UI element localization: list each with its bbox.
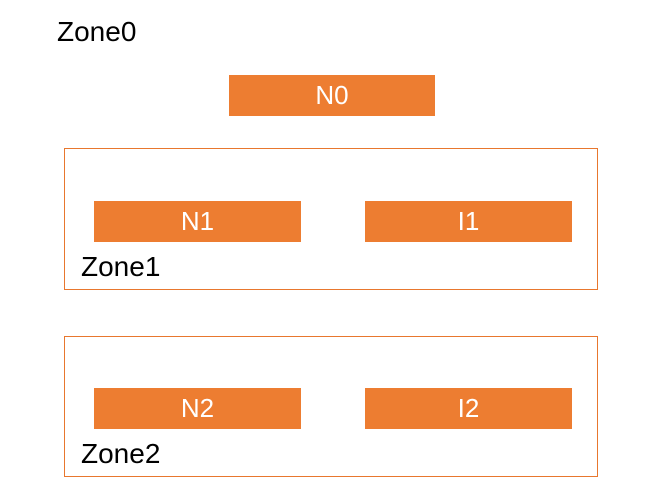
node-n2-label: N2 [180, 393, 215, 423]
node-n1: N1 [94, 201, 301, 242]
node-i1-label: I1 [457, 206, 480, 236]
zone2-container: N2 I2 Zone2 [64, 336, 598, 477]
node-n0: N0 [229, 75, 435, 116]
node-i2-label: I2 [457, 393, 480, 423]
node-n1-label: N1 [180, 206, 215, 236]
zone2-label: Zone2 [81, 438, 161, 469]
zone1-container: N1 I1 Zone1 [64, 148, 598, 290]
zone1-label: Zone1 [81, 251, 161, 282]
node-n2: N2 [94, 388, 301, 429]
node-i1: I1 [365, 201, 572, 242]
node-i2: I2 [365, 388, 572, 429]
node-n0-label: N0 [315, 80, 349, 110]
zone0-label: Zone0 [57, 16, 137, 47]
